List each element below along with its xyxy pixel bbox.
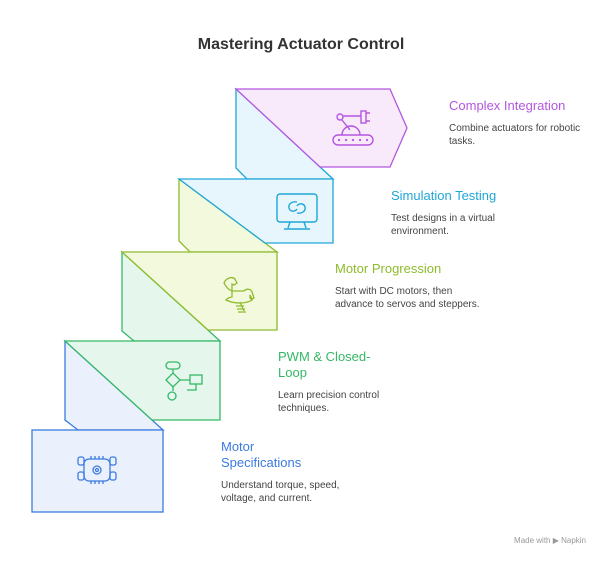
step-2-panel xyxy=(63,340,221,421)
step-description: Understand torque, speed, voltage, and c… xyxy=(221,480,340,504)
step-3-panel xyxy=(120,251,278,331)
step-description: Learn precision control techniques. xyxy=(278,390,380,414)
step-complex-integration: Complex Integration Combine actuators fo… xyxy=(449,98,599,148)
step-title: Motor Progression xyxy=(335,261,442,276)
step-description: Start with DC motors, then advance to se… xyxy=(335,286,480,310)
step-title: Complex Integration xyxy=(449,98,566,113)
robot-arm-icon xyxy=(332,110,374,146)
step-description: Test designs in a virtual environment. xyxy=(391,213,495,237)
step-simulation-testing: Simulation Testing Test designs in a vir… xyxy=(391,188,541,238)
step-title: Motor Specifications xyxy=(221,439,302,470)
flowchart-icon xyxy=(165,361,203,401)
napkin-attribution[interactable]: Made with ▶ Napkin xyxy=(514,536,586,545)
step-motor-progression: Motor Progression Start with DC motors, … xyxy=(335,261,485,311)
step-motor-specifications: Motor Specifications Understand torque, … xyxy=(221,439,339,505)
step-title: Simulation Testing xyxy=(391,188,497,203)
step-pwm-closed-loop: PWM & Closed-Loop Learn precision contro… xyxy=(278,349,398,415)
diagram-title: Mastering Actuator Control xyxy=(197,36,405,53)
step-description: Combine actuators for robotic tasks. xyxy=(449,123,581,147)
rocking-horse-icon xyxy=(223,276,255,313)
step-5-panel xyxy=(234,88,408,168)
monitor-icon xyxy=(276,193,318,230)
motor-icon xyxy=(77,456,117,484)
step-title: PWM & Closed-Loop xyxy=(278,349,371,380)
step-4-panel xyxy=(177,178,334,244)
